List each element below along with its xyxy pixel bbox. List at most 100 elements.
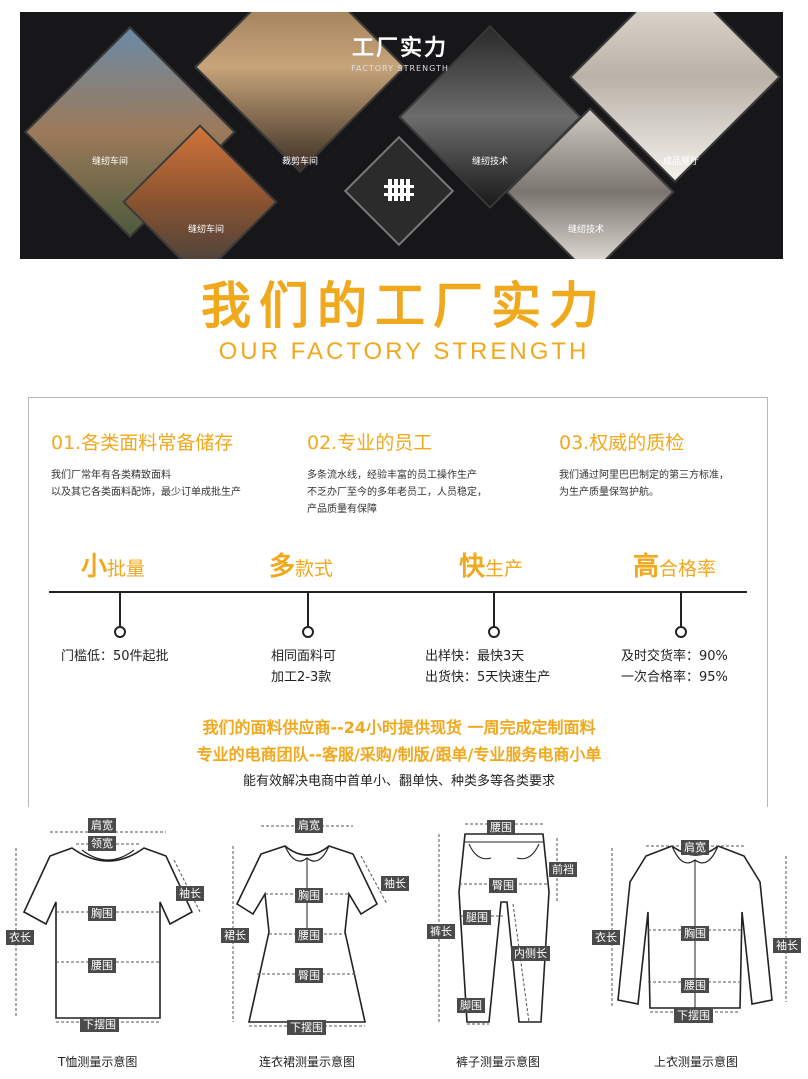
keyword-big: 快 [459, 552, 486, 582]
feature-title: 03.权威的质检 [559, 432, 685, 454]
timeline-value-line: 一次合格率：95% [621, 670, 728, 685]
keyword-small-batch: 小批量 [81, 546, 145, 583]
label-sleeve-length: 袖长 [773, 938, 801, 953]
dress-diagram: 肩宽 袖长 胸围 裙长 腰围 臀围 下摆围 [215, 812, 415, 1047]
keyword-many-styles: 多款式 [269, 546, 333, 583]
banner-caption: 缝纫技术 [472, 157, 509, 167]
feature-desc: 我们厂常年有各类精致面料 以及其它各类面料配饰，最少订单成批生产 [51, 467, 241, 501]
timeline-node [675, 626, 687, 638]
feature-fabric-stock: 01.各类面料常备储存 我们厂常年有各类精致面料 以及其它各类面料配饰，最少订单… [51, 428, 241, 501]
timeline-tick [680, 592, 682, 627]
feature-desc-line: 不乏办厂至今的多年老员工，人员稳定， [307, 487, 487, 498]
trousers-outline [438, 823, 558, 1025]
feature-staff: 02.专业的员工 多条流水线，经验丰富的员工操作生产 不乏办厂至今的多年老员工，… [307, 428, 487, 518]
banner-title-en: FACTORY STRENGTH [351, 64, 449, 73]
banner-caption: 裁剪车间 [282, 157, 319, 167]
label-shoulder-width: 肩宽 [88, 818, 116, 833]
timeline-line [49, 591, 747, 593]
feature-desc-line: 我们厂常年有各类精致面料 [51, 470, 171, 481]
label-body-length: 衣长 [592, 930, 620, 945]
timeline-tick [119, 592, 121, 627]
label-waist: 腰围 [487, 820, 515, 835]
feature-desc-line: 以及其它各类面料配饰，最少订单成批生产 [51, 487, 241, 498]
keyword-rest: 批量 [107, 558, 146, 580]
label-shoulder-width: 肩宽 [295, 818, 323, 833]
label-collar-width: 领宽 [88, 836, 116, 851]
label-body-length: 衣长 [6, 930, 34, 945]
feature-desc: 我们通过阿里巴巴制定的第三方标准， 为生产质量保驾护航。 [559, 467, 729, 501]
banner-caption: 缝纫车间 [188, 225, 225, 235]
label-leg-opening: 脚围 [457, 998, 485, 1013]
promo-line: 专业的电商团队--客服/采购/制版/跟单/专业服务电商小单 [196, 745, 602, 764]
feature-desc-line: 产品质量有保障 [307, 504, 377, 515]
label-chest: 胸围 [681, 926, 709, 941]
timeline-value: 门槛低：50件起批 [61, 646, 169, 667]
banner-title-cn: 工厂实力 [351, 36, 448, 61]
label-trouser-length: 裤长 [427, 924, 455, 939]
label-front-rise: 前裆 [549, 862, 577, 877]
diagram-caption: T恤测量示意图 [58, 1055, 138, 1069]
keyword-fast-production: 快生产 [459, 546, 523, 583]
keyword-rest: 款式 [295, 558, 334, 580]
feature-desc-line: 多条流水线，经验丰富的员工操作生产 [307, 470, 477, 481]
jacket-diagram: 肩宽 衣长 胸围 袖长 腰围 下摆围 [590, 812, 805, 1047]
timeline-value-line: 及时交货率：90% [621, 649, 728, 664]
label-hem: 下摆围 [80, 1017, 119, 1032]
label-chest: 胸围 [88, 906, 116, 921]
keyword-big: 多 [269, 552, 296, 582]
label-thigh: 腿围 [463, 910, 491, 925]
feature-quality-check: 03.权威的质检 我们通过阿里巴巴制定的第三方标准， 为生产质量保驾护航。 [559, 428, 729, 501]
timeline-value-line: 出样快：最快3天 [425, 649, 525, 664]
feature-desc-line: 我们通过阿里巴巴制定的第三方标准， [559, 470, 729, 481]
label-chest: 胸围 [295, 888, 323, 903]
keyword-rest: 合格率 [659, 558, 717, 580]
label-hem: 下摆围 [287, 1020, 326, 1035]
feature-desc: 多条流水线，经验丰富的员工操作生产 不乏办厂至今的多年老员工，人员稳定， 产品质… [307, 467, 487, 518]
timeline-tick [307, 592, 309, 627]
features-box: 01.各类面料常备储存 我们厂常年有各类精致面料 以及其它各类面料配饰，最少订单… [28, 397, 768, 807]
feature-title: 01.各类面料常备储存 [51, 432, 234, 454]
keyword-rest: 生产 [485, 558, 524, 580]
label-inseam: 内侧长 [511, 946, 550, 961]
headline: 我们的工厂实力 OUR FACTORY STRENGTH [0, 276, 808, 366]
timeline-value-line: 出货快：5天快速生产 [425, 670, 551, 685]
banner-caption: 缝纫车间 [92, 157, 129, 167]
banner-caption: 缝纫技术 [568, 225, 605, 235]
trousers-diagram: 腰围 前裆 臀围 腿围 裤长 内侧长 脚围 [425, 812, 600, 1047]
diagram-caption: 裤子测量示意图 [456, 1055, 541, 1069]
banner-title: 工厂实力 FACTORY STRENGTH [320, 30, 480, 73]
label-hip: 臀围 [489, 878, 517, 893]
label-sleeve-length: 袖长 [176, 886, 204, 901]
label-dress-length: 裙长 [221, 928, 249, 943]
headline-en: OUR FACTORY STRENGTH [218, 338, 590, 365]
diagram-caption: 上衣测量示意图 [654, 1055, 739, 1069]
label-waist: 腰围 [88, 958, 116, 973]
keyword-big: 小 [81, 552, 108, 582]
factory-logo-icon [384, 179, 414, 201]
timeline-tick [493, 592, 495, 627]
promo-line: 我们的面料供应商--24小时提供现货 一周完成定制面料 [202, 718, 596, 737]
label-waist: 腰围 [295, 928, 323, 943]
timeline-node [302, 626, 314, 638]
timeline-node [114, 626, 126, 638]
timeline-value: 相同面料可 加工2-3款 [271, 646, 336, 688]
label-hip: 臀围 [295, 968, 323, 983]
headline-cn: 我们的工厂实力 [201, 277, 607, 335]
label-hem: 下摆围 [674, 1008, 713, 1023]
timeline-value: 出样快：最快3天 出货快：5天快速生产 [425, 646, 550, 688]
timeline-value-line: 相同面料可 [271, 649, 337, 664]
banner-caption: 成品展厅 [663, 157, 700, 167]
feature-title: 02.专业的员工 [307, 432, 433, 454]
timeline-node [488, 626, 500, 638]
factory-banner: 工厂实力 FACTORY STRENGTH 缝纫车间 裁剪车间 缝纫技术 成品展… [20, 12, 783, 259]
timeline-value-line: 门槛低：50件起批 [61, 649, 169, 664]
tshirt-diagram: 肩宽 领宽 袖长 衣长 胸围 腰围 下摆围 [6, 812, 210, 1047]
label-sleeve-length: 袖长 [381, 876, 409, 891]
diagram-caption: 连衣裙测量示意图 [259, 1055, 356, 1069]
keyword-big: 高 [633, 552, 660, 582]
label-waist: 腰围 [681, 978, 709, 993]
timeline-value-line: 加工2-3款 [271, 670, 332, 685]
feature-desc-line: 为生产质量保驾护航。 [559, 487, 659, 498]
label-shoulder-width: 肩宽 [681, 840, 709, 855]
keyword-high-pass-rate: 高合格率 [633, 546, 716, 583]
